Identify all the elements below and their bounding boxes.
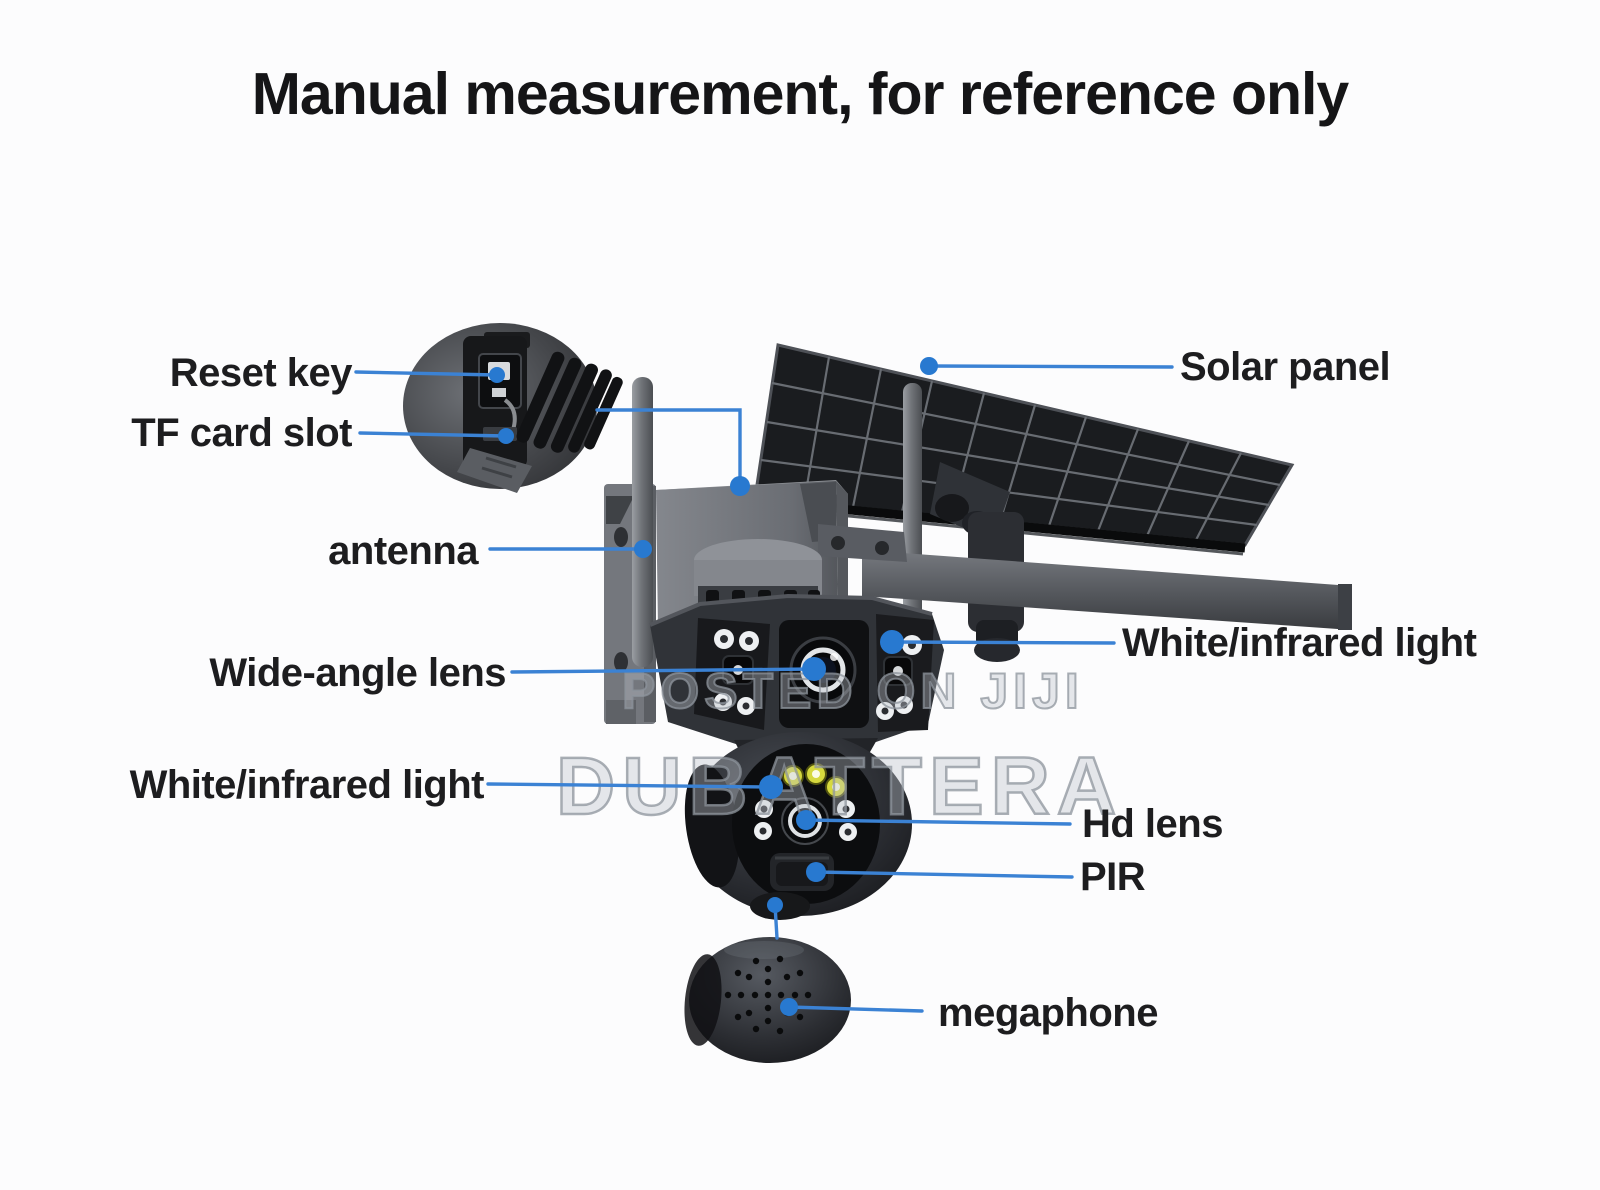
label-solar-panel: Solar panel bbox=[1180, 345, 1391, 389]
marker-dot-pir bbox=[806, 862, 826, 882]
marker-dot-white-infrared-left bbox=[759, 775, 783, 799]
label-reset-key: Reset key bbox=[169, 351, 353, 395]
leader-hd-lens bbox=[804, 818, 1072, 826]
megaphone-graphic bbox=[684, 937, 851, 1063]
marker-dot-reset-key bbox=[489, 367, 505, 383]
marker-dot-ball-bottom bbox=[767, 897, 783, 913]
label-wide-angle-lens: Wide-angle lens bbox=[209, 651, 506, 695]
leader-solar-panel bbox=[927, 364, 1174, 369]
left-led-cluster bbox=[714, 629, 759, 715]
label-megaphone: megaphone bbox=[938, 991, 1158, 1035]
label-hd-lens: Hd lens bbox=[1082, 802, 1223, 846]
marker-dot-megaphone bbox=[780, 998, 798, 1016]
mounting-arm-graphic bbox=[862, 462, 1352, 662]
label-white-infrared-right: White/infrared light bbox=[1122, 621, 1477, 665]
label-white-infrared-left: White/infrared light bbox=[129, 763, 485, 807]
marker-dot-white-infrared-right bbox=[880, 630, 904, 654]
marker-dot-antenna bbox=[634, 540, 652, 558]
label-pir: PIR bbox=[1080, 855, 1146, 899]
leader-white-infrared-left bbox=[486, 782, 773, 789]
marker-dot-wide-angle-lens bbox=[802, 657, 826, 681]
leader-reset-key bbox=[354, 370, 499, 377]
solar-grid bbox=[760, 356, 1281, 541]
leader-megaphone bbox=[787, 1005, 924, 1013]
leader-tf-card-slot bbox=[358, 431, 508, 438]
vent-fins bbox=[516, 351, 623, 453]
marker-dot-solar-panel bbox=[920, 357, 938, 375]
label-antenna: antenna bbox=[328, 529, 478, 573]
marker-dot-hd-lens bbox=[796, 810, 816, 830]
leader-pir bbox=[814, 870, 1074, 879]
right-led-cluster bbox=[876, 632, 922, 720]
leader-white-infrared-right bbox=[890, 640, 1116, 645]
leader-inset-to-body bbox=[595, 408, 742, 488]
leader-wide-angle-lens bbox=[510, 667, 816, 674]
page-title: Manual measurement, for reference only bbox=[251, 61, 1349, 127]
antenna-left-graphic bbox=[632, 377, 653, 667]
marker-dot-tf-card-slot bbox=[498, 428, 514, 444]
label-tf-card-slot: TF card slot bbox=[131, 411, 352, 455]
marker-dot-body-top bbox=[730, 476, 750, 496]
